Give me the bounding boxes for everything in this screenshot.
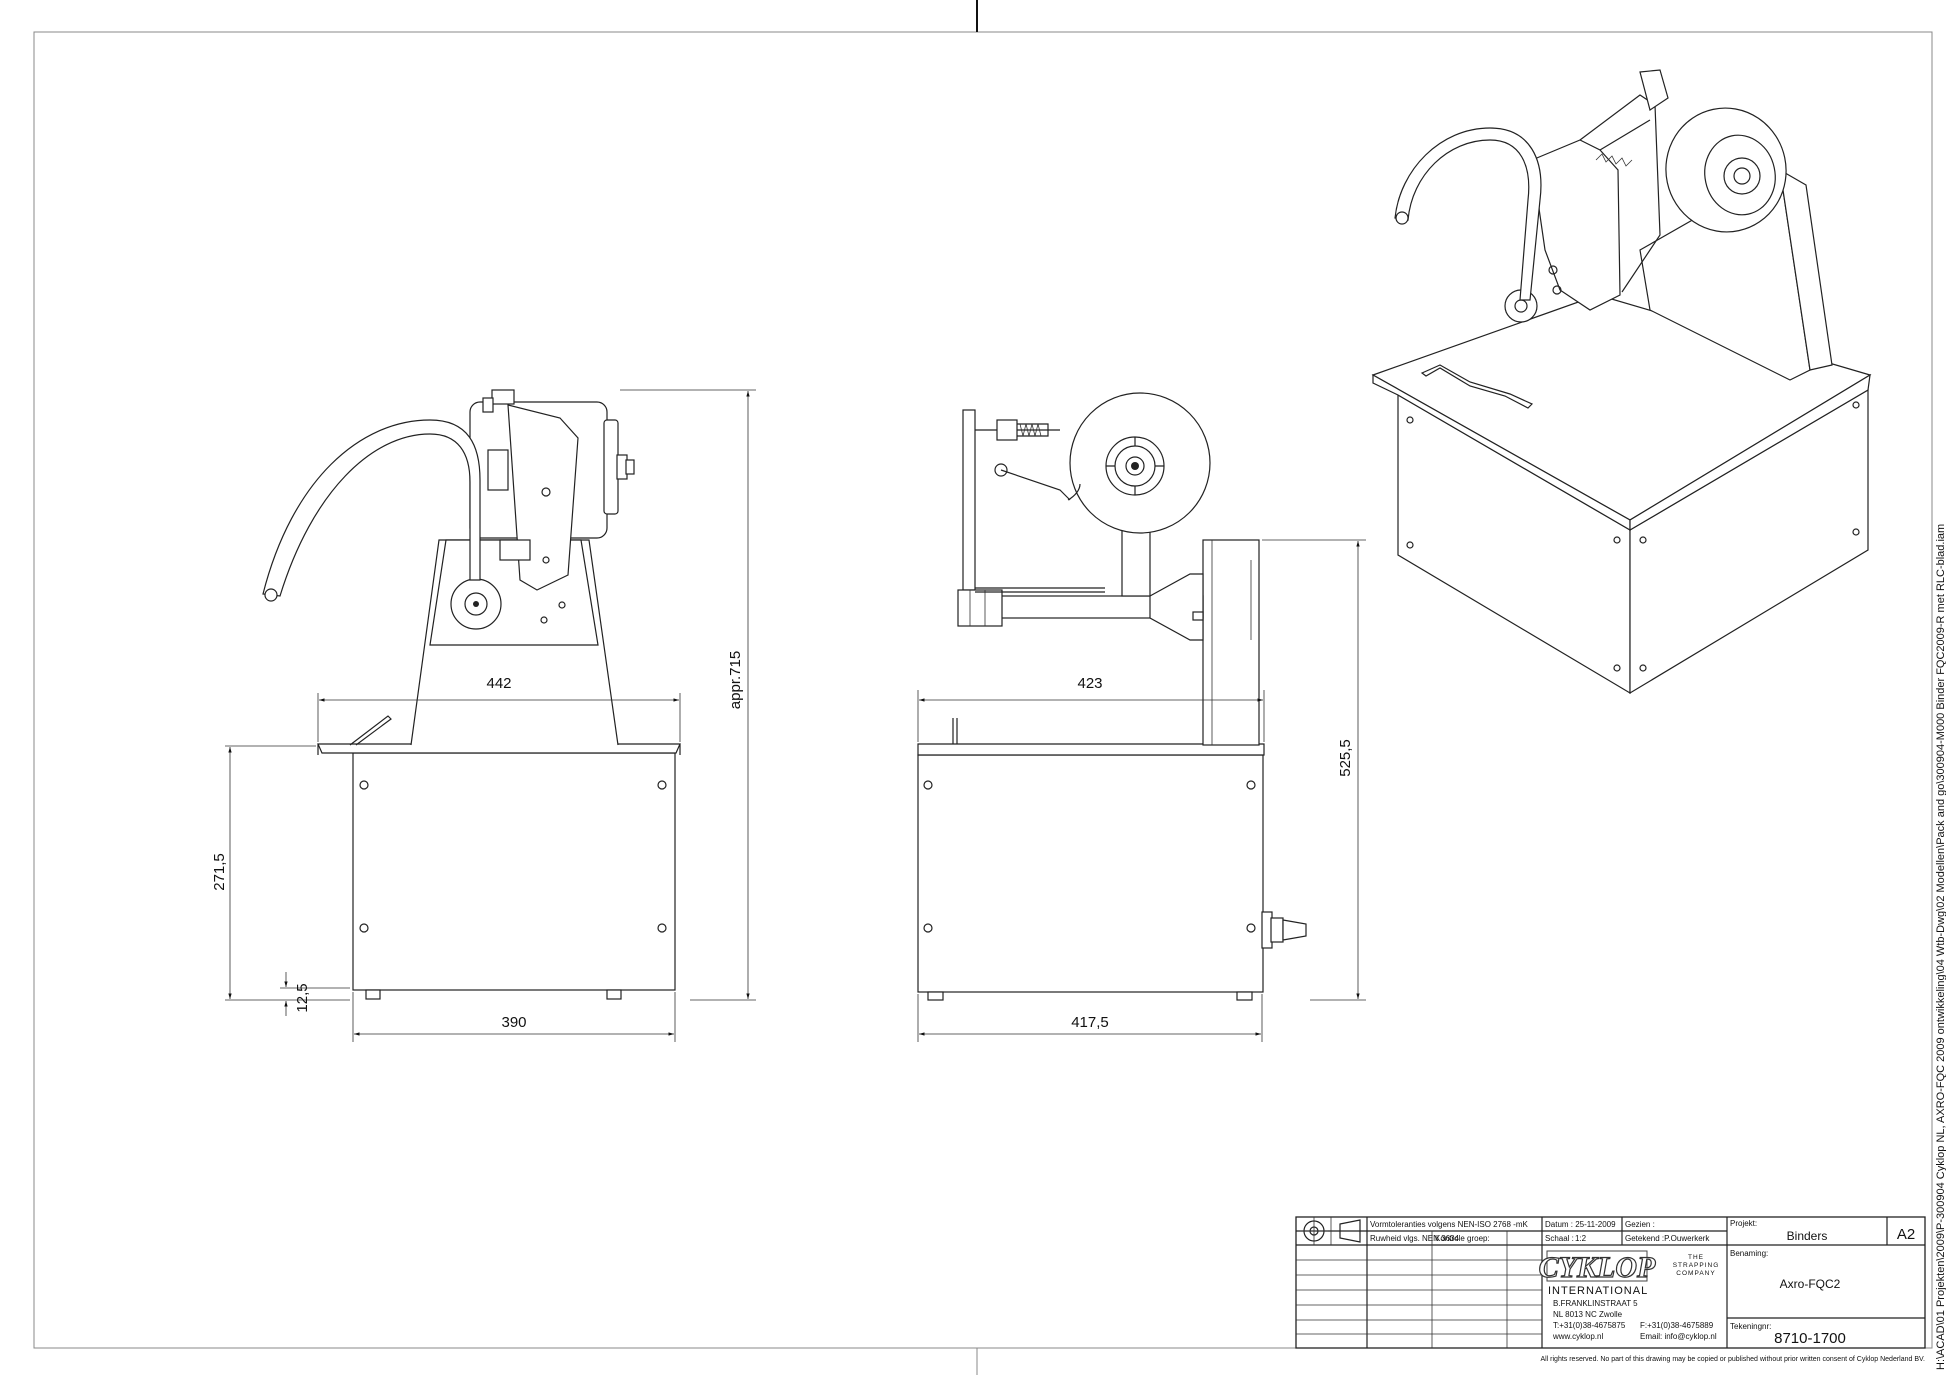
address-line-2: NL 8013 NC Zwolle [1553, 1310, 1623, 1319]
company-logo: CYKLOP THE STRAPPING COMPANY INTERNATION… [1538, 1250, 1720, 1297]
svg-text:CYKLOP: CYKLOP [1539, 1251, 1656, 1284]
sheet-size: A2 [1897, 1226, 1915, 1243]
project-value: Binders [1787, 1229, 1828, 1243]
scale-value: 1:2 [1575, 1234, 1587, 1243]
email: Email: info@cyklop.nl [1640, 1332, 1717, 1341]
address-line-1: B.FRANKLINSTRAAT 5 [1553, 1299, 1638, 1308]
front-dimensions: 442 271,5 12,5 390 appr.715 [211, 389, 756, 1042]
check-group-label: Kontrole groep: [1435, 1234, 1490, 1243]
dim-442: 442 [486, 675, 511, 692]
side-view [917, 392, 1307, 1001]
roughness-note: Ruwheid vlgs. NEN 3634 [1370, 1234, 1459, 1243]
front-strap-arm [262, 419, 481, 597]
svg-text:STRAPPING: STRAPPING [1673, 1262, 1720, 1269]
copyright-notice: All rights reserved. No part of this dra… [1540, 1356, 1925, 1363]
date-field: Datum : 25-11-2009 [1545, 1220, 1616, 1229]
name-label: Benaming: [1730, 1249, 1768, 1258]
side-base-box [917, 754, 1264, 993]
projection-symbol-icon [1300, 1217, 1361, 1245]
project-label: Projekt: [1730, 1219, 1757, 1228]
side-dimensions: 423 525,5 417,5 [917, 539, 1366, 1042]
file-path: H:\ACAD\01 Projekten\2009\P-300904 Cyklo… [1935, 524, 1946, 1370]
front-top-plate [317, 743, 681, 754]
drawing-frame [33, 0, 1933, 1375]
drawing-no-value: 8710-1700 [1774, 1330, 1846, 1347]
drawn-by-field: Getekend :P.Ouwerkerk [1625, 1234, 1710, 1243]
dim-appr-715: appr.715 [727, 651, 744, 709]
drawing-no-label: Tekeningnr: [1730, 1322, 1771, 1331]
phone: T:+31(0)38-4675875 [1553, 1321, 1626, 1330]
svg-text:COMPANY: COMPANY [1676, 1270, 1715, 1277]
isometric-view [1371, 69, 1872, 695]
dim-12-5: 12,5 [294, 983, 311, 1012]
dim-525-5: 525,5 [1337, 739, 1354, 777]
front-base-box [352, 752, 676, 991]
fax: F:+31(0)38-4675889 [1640, 1321, 1714, 1330]
iso-strap-arm [1394, 127, 1542, 301]
dim-423: 423 [1077, 675, 1102, 692]
front-screws [359, 780, 667, 933]
dim-271-5: 271,5 [211, 853, 228, 891]
website: www.cyklop.nl [1552, 1332, 1603, 1341]
front-view [262, 389, 681, 1000]
name-value: Axro-FQC2 [1780, 1277, 1841, 1291]
dim-390: 390 [501, 1014, 526, 1031]
svg-text:INTERNATIONAL: INTERNATIONAL [1548, 1285, 1648, 1297]
title-block: Vormtoleranties volgens NEN-ISO 2768 -mK… [1295, 1216, 1926, 1349]
tolerance-note: Vormtoleranties volgens NEN-ISO 2768 -mK [1370, 1220, 1529, 1229]
scale-label: Schaal : [1545, 1234, 1574, 1243]
svg-text:THE: THE [1688, 1254, 1704, 1261]
dim-417-5: 417,5 [1071, 1014, 1109, 1031]
seen-field: Gezien : [1625, 1220, 1655, 1229]
